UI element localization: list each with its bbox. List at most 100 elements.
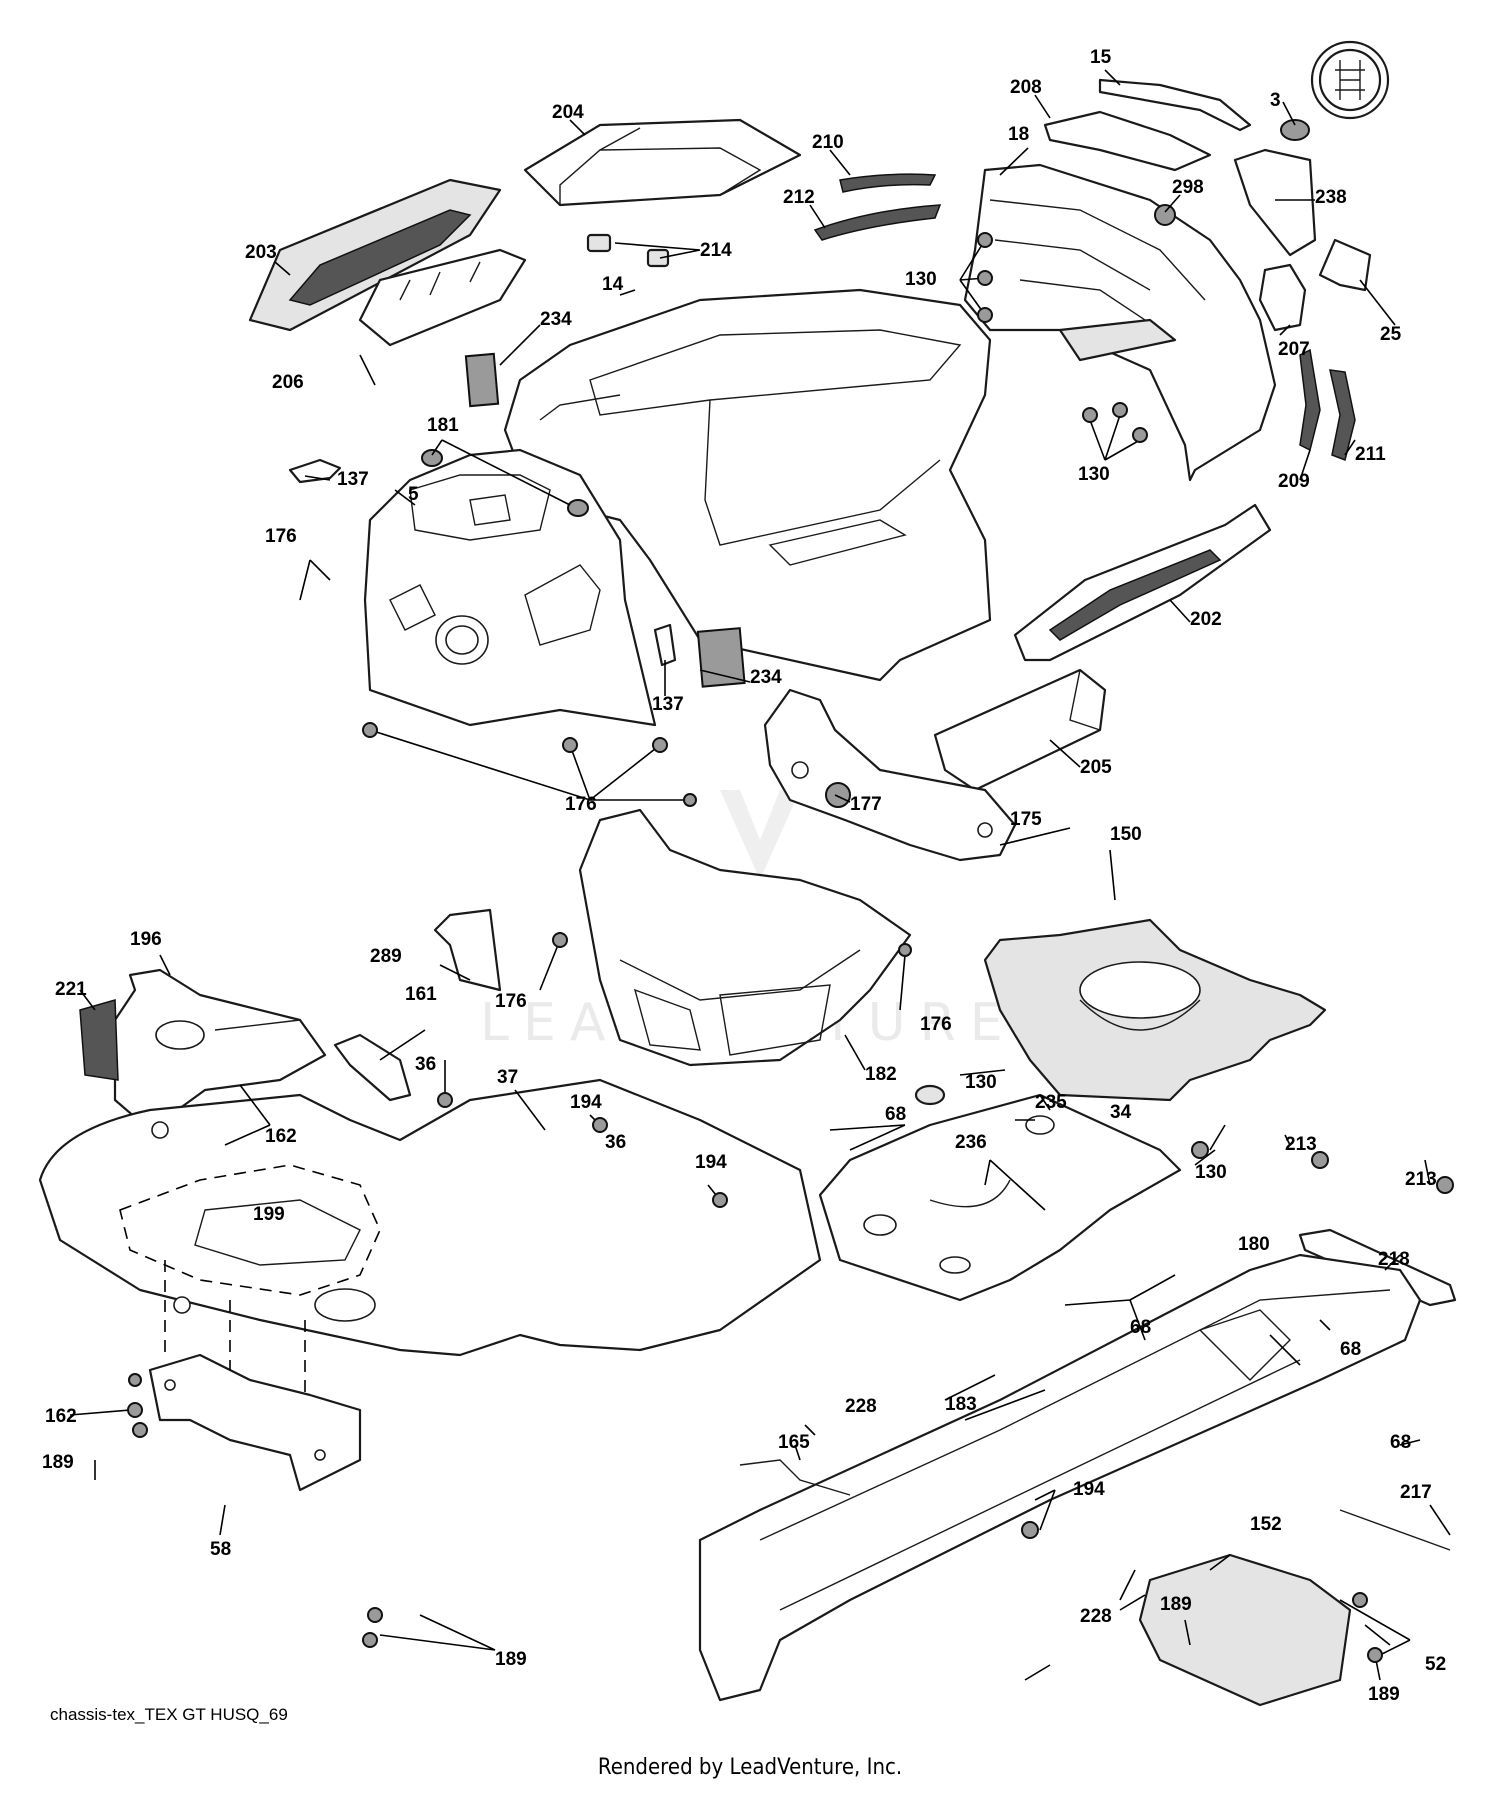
callout-175[interactable]: 175 xyxy=(1010,809,1042,830)
callout-176-c[interactable]: 176 xyxy=(495,991,527,1012)
part-221-decal[interactable] xyxy=(79,999,119,1081)
callout-189-b[interactable]: 189 xyxy=(1160,1594,1192,1615)
callout-221[interactable]: 221 xyxy=(55,979,87,1000)
callout-15[interactable]: 15 xyxy=(1090,47,1112,68)
part-212-grille[interactable] xyxy=(813,204,942,241)
part-18-dash-body[interactable] xyxy=(963,163,1277,482)
part-234-decal-lower[interactable] xyxy=(696,627,746,688)
callout-207[interactable]: 207 xyxy=(1278,339,1310,360)
callout-36-b[interactable]: 36 xyxy=(605,1132,626,1153)
part-137-hinge-lower[interactable] xyxy=(653,623,677,667)
part-203-grille-frame[interactable] xyxy=(248,178,502,332)
callout-68-d[interactable]: 68 xyxy=(1390,1432,1411,1453)
part-205-bumper-trim[interactable] xyxy=(933,668,1107,792)
callout-203[interactable]: 203 xyxy=(245,242,277,263)
part-25-cover[interactable] xyxy=(1318,238,1372,292)
callout-208[interactable]: 208 xyxy=(1010,77,1042,98)
callout-214[interactable]: 214 xyxy=(700,240,732,261)
callout-165[interactable]: 165 xyxy=(778,1432,810,1453)
callout-196[interactable]: 196 xyxy=(130,929,162,950)
callout-289[interactable]: 289 xyxy=(370,946,402,967)
callout-5[interactable]: 5 xyxy=(408,484,419,505)
callout-202[interactable]: 202 xyxy=(1190,609,1222,630)
callout-213-b[interactable]: 213 xyxy=(1405,1169,1437,1190)
callout-37[interactable]: 37 xyxy=(497,1067,518,1088)
part-207-cover[interactable] xyxy=(1258,263,1307,332)
part-214-clips[interactable] xyxy=(586,233,670,268)
callout-130-b[interactable]: 130 xyxy=(1078,464,1110,485)
callout-130-a[interactable]: 130 xyxy=(905,269,937,290)
callout-189-a[interactable]: 189 xyxy=(42,1452,74,1473)
callout-36-a[interactable]: 36 xyxy=(415,1054,436,1075)
callout-228-b[interactable]: 228 xyxy=(1080,1606,1112,1627)
part-body-pan[interactable] xyxy=(38,1078,822,1357)
callout-298[interactable]: 298 xyxy=(1172,177,1204,198)
part-34-engine-plate[interactable] xyxy=(818,1093,1182,1302)
callout-130-d[interactable]: 130 xyxy=(1195,1162,1227,1183)
part-209-grille[interactable] xyxy=(1299,348,1321,452)
callout-68-b[interactable]: 68 xyxy=(1340,1339,1361,1360)
callout-238[interactable]: 238 xyxy=(1315,187,1347,208)
callout-199[interactable]: 199 xyxy=(253,1204,285,1225)
callout-235[interactable]: 235 xyxy=(1035,1092,1067,1113)
callout-189-c[interactable]: 189 xyxy=(1368,1684,1400,1705)
callout-176-b[interactable]: 176 xyxy=(565,794,597,815)
part-3-logo-badge[interactable] xyxy=(1280,40,1390,141)
callout-3[interactable]: 3 xyxy=(1270,90,1281,111)
part-210-grille[interactable] xyxy=(839,173,937,193)
callout-183[interactable]: 183 xyxy=(945,1394,977,1415)
callout-189-d[interactable]: 189 xyxy=(495,1649,527,1670)
callout-194-b[interactable]: 194 xyxy=(695,1152,727,1173)
callout-25[interactable]: 25 xyxy=(1380,324,1402,345)
part-5-dash-panel[interactable] xyxy=(363,448,657,727)
callout-152[interactable]: 152 xyxy=(1250,1514,1282,1535)
callout-162-b[interactable]: 162 xyxy=(45,1406,77,1427)
callout-14[interactable]: 14 xyxy=(602,274,624,295)
callout-176-d[interactable]: 176 xyxy=(920,1014,952,1035)
part-211-grille[interactable] xyxy=(1329,369,1356,462)
part-206-bracket[interactable] xyxy=(358,248,527,347)
callout-228-a[interactable]: 228 xyxy=(845,1396,877,1417)
callout-218[interactable]: 218 xyxy=(1378,1249,1410,1270)
part-165-rod[interactable] xyxy=(739,1459,851,1496)
callout-177[interactable]: 177 xyxy=(850,794,882,815)
part-175-bracket[interactable] xyxy=(763,688,1017,862)
callout-236[interactable]: 236 xyxy=(955,1132,987,1153)
callout-34[interactable]: 34 xyxy=(1110,1102,1132,1123)
callout-161[interactable]: 161 xyxy=(405,984,437,1005)
callout-68-c[interactable]: 68 xyxy=(1130,1317,1151,1338)
part-181-grommets[interactable] xyxy=(421,449,589,517)
callout-211[interactable]: 211 xyxy=(1355,444,1386,465)
callout-234-b[interactable]: 234 xyxy=(750,667,782,688)
part-298-knob[interactable] xyxy=(1154,204,1176,226)
callout-180[interactable]: 180 xyxy=(1238,1234,1270,1255)
callout-206[interactable]: 206 xyxy=(272,372,304,393)
part-150-floor-pan[interactable] xyxy=(983,918,1327,1102)
callout-210[interactable]: 210 xyxy=(812,132,844,153)
callout-204[interactable]: 204 xyxy=(552,102,584,123)
part-177-knob[interactable] xyxy=(825,782,851,808)
callout-18[interactable]: 18 xyxy=(1008,124,1029,145)
callout-176-a[interactable]: 176 xyxy=(265,526,297,547)
callout-194-c[interactable]: 194 xyxy=(1073,1479,1105,1500)
part-208-dash-trim[interactable] xyxy=(1043,110,1212,172)
part-182-seat-pan[interactable] xyxy=(578,808,912,1067)
callout-68-a[interactable]: 68 xyxy=(885,1104,906,1125)
part-137-hinge-upper[interactable] xyxy=(288,458,342,484)
callout-52[interactable]: 52 xyxy=(1425,1654,1446,1675)
part-217-rod[interactable] xyxy=(1339,1509,1451,1551)
part-234-decal-upper[interactable] xyxy=(464,352,500,408)
callout-137-b[interactable]: 137 xyxy=(652,694,684,715)
callout-162-a[interactable]: 162 xyxy=(265,1126,297,1147)
part-289-bracket[interactable] xyxy=(433,908,502,992)
callout-181[interactable]: 181 xyxy=(427,415,459,436)
part-235-spacer[interactable] xyxy=(914,1084,946,1106)
callout-182[interactable]: 182 xyxy=(865,1064,897,1085)
callout-137-a[interactable]: 137 xyxy=(337,469,369,490)
callout-150[interactable]: 150 xyxy=(1110,824,1142,845)
part-15-trim-strip[interactable] xyxy=(1098,78,1252,132)
callout-194-a[interactable]: 194 xyxy=(570,1092,602,1113)
part-204-hood-cap[interactable] xyxy=(523,118,802,207)
callout-205[interactable]: 205 xyxy=(1080,757,1112,778)
callout-234-a[interactable]: 234 xyxy=(540,309,572,330)
